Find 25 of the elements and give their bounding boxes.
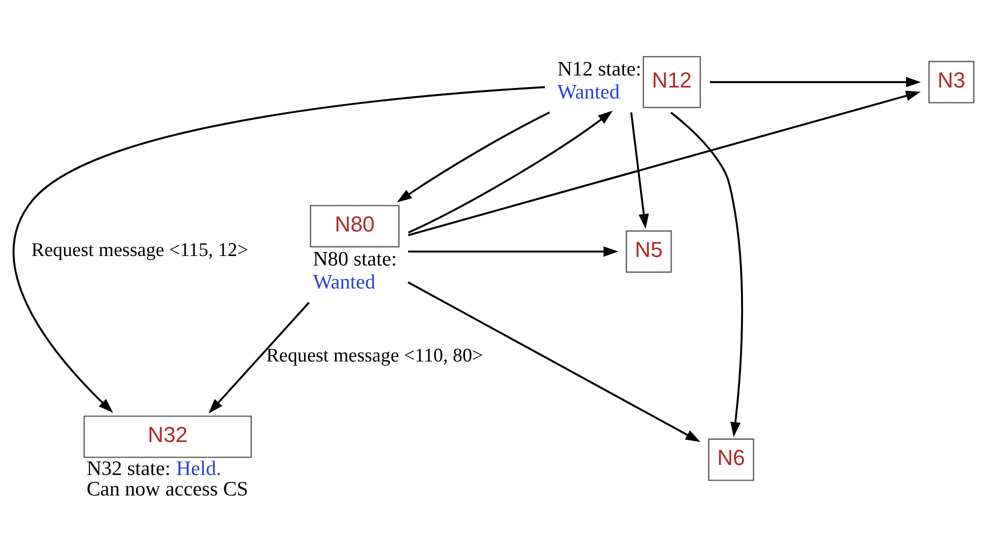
node-label: N32 state: <box>86 457 171 480</box>
node-box: N80 <box>310 204 400 247</box>
node-box: N32 <box>84 415 252 458</box>
arrow <box>12 86 545 412</box>
node-box: N3 <box>928 60 974 103</box>
node-label: Wanted <box>557 81 620 104</box>
node-box: N12 <box>642 56 701 108</box>
node-label: N80 state: <box>312 248 397 270</box>
arrow <box>408 280 700 442</box>
arrow <box>408 246 618 256</box>
arrow <box>408 110 613 233</box>
node-box: N6 <box>708 438 754 480</box>
edge-label: Request message <115, 12> <box>31 240 248 261</box>
node-label: Held. <box>176 457 222 480</box>
arrow <box>408 90 921 236</box>
arrow <box>670 111 744 436</box>
node-label: N12 state: <box>557 58 642 80</box>
node-box: N5 <box>626 230 672 272</box>
node-label: Wanted <box>312 271 376 294</box>
arrow <box>208 301 310 413</box>
edge-label: Request message <110, 80> <box>266 344 484 366</box>
node-label: Can now access CS <box>86 478 248 500</box>
arrow <box>397 111 550 202</box>
arrow <box>630 112 649 228</box>
arrow <box>710 76 921 87</box>
